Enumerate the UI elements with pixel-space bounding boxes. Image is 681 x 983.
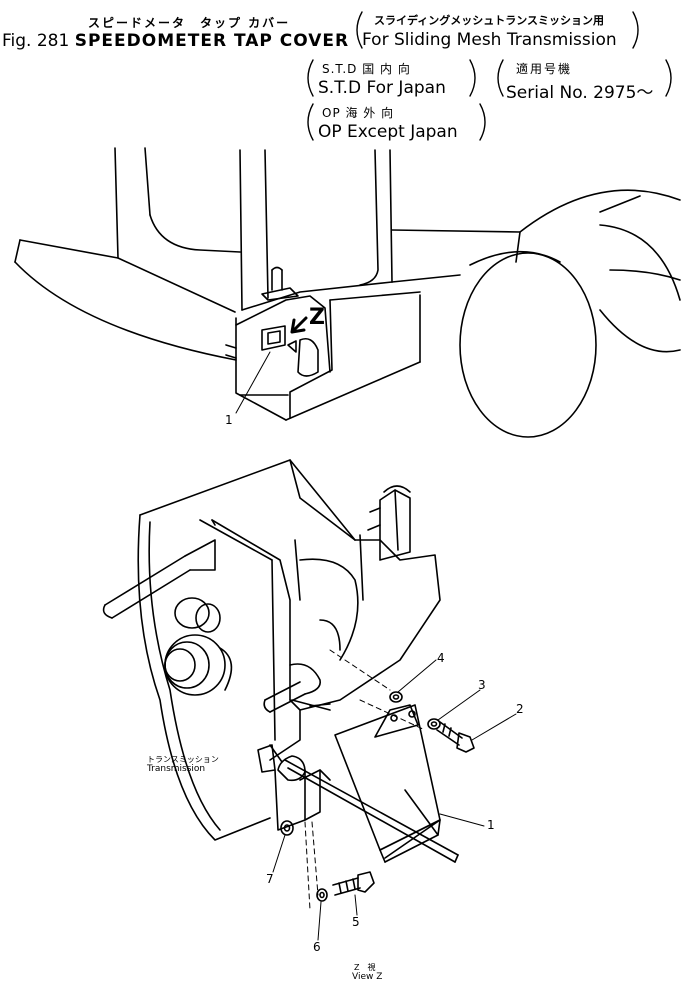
- op-japanese: OP 海 外 向: [322, 106, 395, 120]
- cable-bracket: [274, 769, 331, 831]
- header-brackets: [307, 11, 672, 141]
- view-label-japanese: Z 視: [354, 963, 376, 972]
- serial-english: Serial No. 2975～: [506, 83, 654, 103]
- subtitle-english: For Sliding Mesh Transmission: [362, 30, 617, 50]
- callout-1: 1: [487, 818, 495, 832]
- callout-2: 2: [516, 702, 524, 716]
- op-english: OP Except Japan: [318, 122, 458, 142]
- washer-part-4: [389, 691, 403, 703]
- tap-cover-plate: [334, 704, 441, 863]
- tractor-body-outline: [14, 147, 681, 438]
- callout-7: 7: [266, 872, 274, 886]
- view-z-arrow: [290, 316, 308, 334]
- transmission-housing: [102, 459, 441, 841]
- figure-number: Fig. 281: [2, 31, 70, 51]
- callout-6: 6: [313, 940, 321, 954]
- callout-leaders: [272, 659, 517, 941]
- washer-part-7: [280, 820, 294, 836]
- title-japanese: スピードメータ タップ カバー: [88, 16, 291, 30]
- bolt-part-5: [332, 871, 375, 896]
- figure-title: Fig. 281 SPEEDOMETER TAP COVER: [2, 31, 349, 51]
- washer-part-6: [316, 888, 328, 902]
- view-label-english: View Z: [352, 972, 383, 982]
- std-japanese: S.T.D 国 内 向: [322, 62, 411, 76]
- callout-3: 3: [478, 678, 486, 692]
- callout-5: 5: [352, 915, 360, 929]
- washer-part-3: [427, 718, 441, 730]
- std-english: S.T.D For Japan: [318, 78, 446, 98]
- speedometer-cable: [269, 744, 459, 863]
- callout-top-1: 1: [225, 413, 233, 427]
- subtitle-japanese: スライディングメッシュトランスミッション用: [374, 14, 605, 27]
- transmission-label-english: Transmission: [147, 764, 206, 774]
- callout-4: 4: [437, 651, 445, 665]
- top-part-1-leader: [235, 351, 271, 414]
- bolt-part-2: [436, 721, 475, 753]
- serial-japanese: 適用号機: [516, 62, 573, 76]
- view-z-marker: Z: [309, 305, 325, 330]
- figure-title-english: SPEEDOMETER TAP COVER: [74, 31, 350, 51]
- transmission-label-japanese: トランスミッション: [147, 755, 219, 764]
